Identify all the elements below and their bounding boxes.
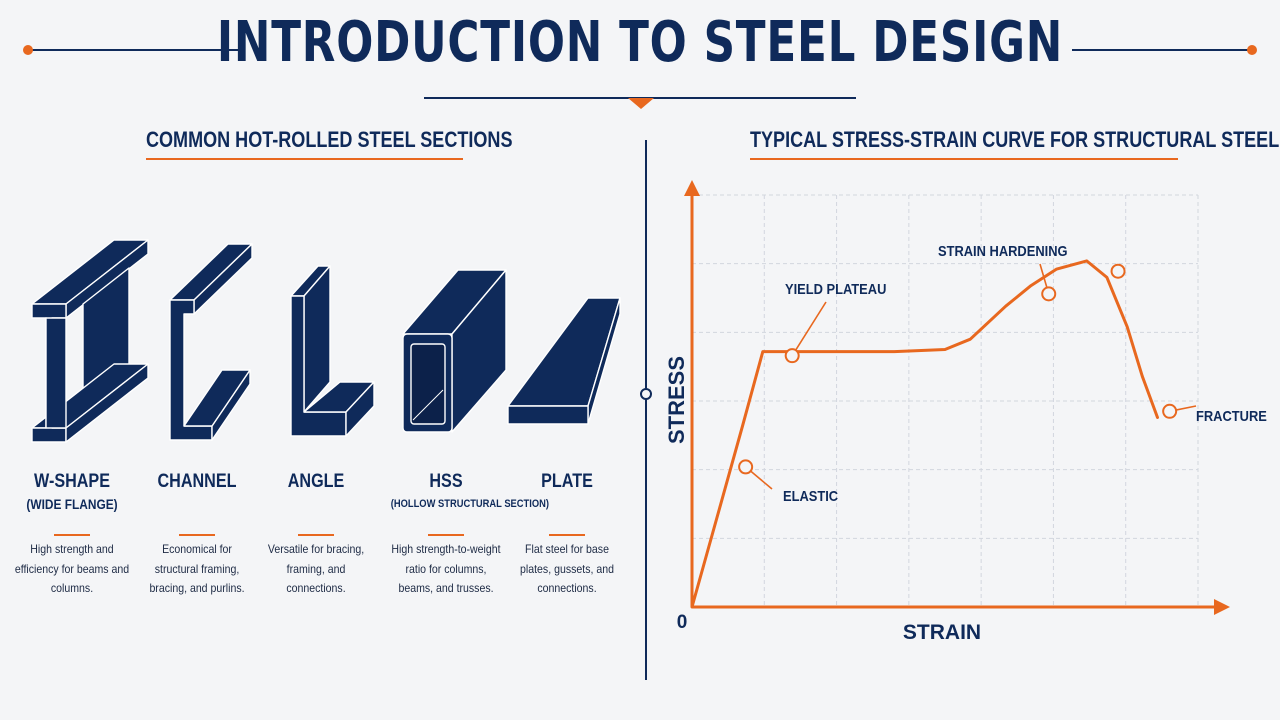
section-name: W-SHAPE bbox=[34, 471, 110, 492]
section-description: High strength-to-weight ratio for column… bbox=[391, 542, 501, 595]
sections-heading: COMMON HOT-ROLLED STEEL SECTIONS bbox=[146, 127, 513, 152]
section-accent-line bbox=[428, 534, 464, 536]
panel-divider bbox=[645, 140, 647, 680]
title-rule-right-dot bbox=[1247, 45, 1257, 55]
curve-point-marker bbox=[738, 459, 754, 475]
section-accent-line bbox=[54, 534, 90, 536]
section-caption-channel: CHANNEL Economical for structural framing… bbox=[132, 470, 262, 595]
chart-heading-underline bbox=[750, 158, 1178, 160]
point-label: FRACTURE bbox=[1196, 407, 1267, 424]
title-rule-left bbox=[28, 49, 240, 51]
panel-divider-dot bbox=[640, 388, 652, 400]
section-name: ANGLE bbox=[287, 471, 345, 492]
section-description: High strength and efficiency for beams a… bbox=[14, 542, 130, 595]
section-description: Economical for structural framing, braci… bbox=[149, 542, 245, 595]
sections-heading-underline bbox=[146, 158, 463, 160]
curve-point-marker bbox=[1110, 263, 1126, 279]
section-description: Flat steel for base plates, gussets, and… bbox=[520, 542, 614, 595]
x-axis-arrow-icon bbox=[1214, 599, 1230, 615]
section-caption-angle: ANGLE Versatile for bracing, framing, and… bbox=[251, 470, 381, 595]
hss-icon bbox=[402, 269, 507, 433]
curve-point-marker bbox=[784, 348, 800, 364]
section-caption-hss: HSS(HOLLOW STRUCTURAL SECTION)High stren… bbox=[381, 470, 549, 595]
channel-icon bbox=[169, 243, 253, 441]
point-label: ELASTIC bbox=[783, 487, 838, 504]
curve-point-marker bbox=[1162, 403, 1178, 419]
section-accent-line bbox=[179, 534, 215, 536]
section-name: HSS bbox=[429, 471, 463, 492]
stress-strain-curve bbox=[690, 259, 1159, 609]
section-caption-plate: PLATE Flat steel for base plates, gussets… bbox=[502, 470, 632, 595]
section-caption-w-shape: W-SHAPE (WIDE FLANGE) High strength and ef… bbox=[7, 470, 137, 595]
title-caret-icon bbox=[628, 98, 654, 109]
steel-sections-illustration bbox=[31, 239, 621, 443]
angle-icon bbox=[290, 265, 375, 437]
y-axis-label: STRESS bbox=[664, 356, 689, 444]
section-subtitle: (WIDE FLANGE) bbox=[26, 496, 118, 512]
section-accent-line bbox=[298, 534, 334, 536]
section-description: Versatile for bracing, framing, and conn… bbox=[267, 542, 365, 595]
section-accent-line bbox=[549, 534, 585, 536]
callout-leader bbox=[791, 301, 827, 357]
title-rule-left-dot bbox=[23, 45, 33, 55]
w-shape-icon bbox=[31, 239, 149, 443]
section-name: PLATE bbox=[541, 471, 593, 492]
title-rule-right bbox=[1072, 49, 1252, 51]
point-label: STRAIN HARDENING bbox=[938, 242, 1068, 259]
x-axis-label: STRAIN bbox=[903, 621, 981, 644]
page-title: INTRODUCTION TO STEEL DESIGN bbox=[216, 10, 1064, 75]
chart-heading: TYPICAL STRESS-STRAIN CURVE FOR STRUCTUR… bbox=[750, 127, 1280, 152]
plate-icon bbox=[507, 297, 621, 425]
section-name: CHANNEL bbox=[157, 471, 237, 492]
origin-label: 0 bbox=[677, 612, 688, 633]
y-axis-arrow-icon bbox=[684, 180, 700, 196]
point-label: YIELD PLATEAU bbox=[785, 280, 886, 297]
curve-point-marker bbox=[1041, 286, 1057, 302]
